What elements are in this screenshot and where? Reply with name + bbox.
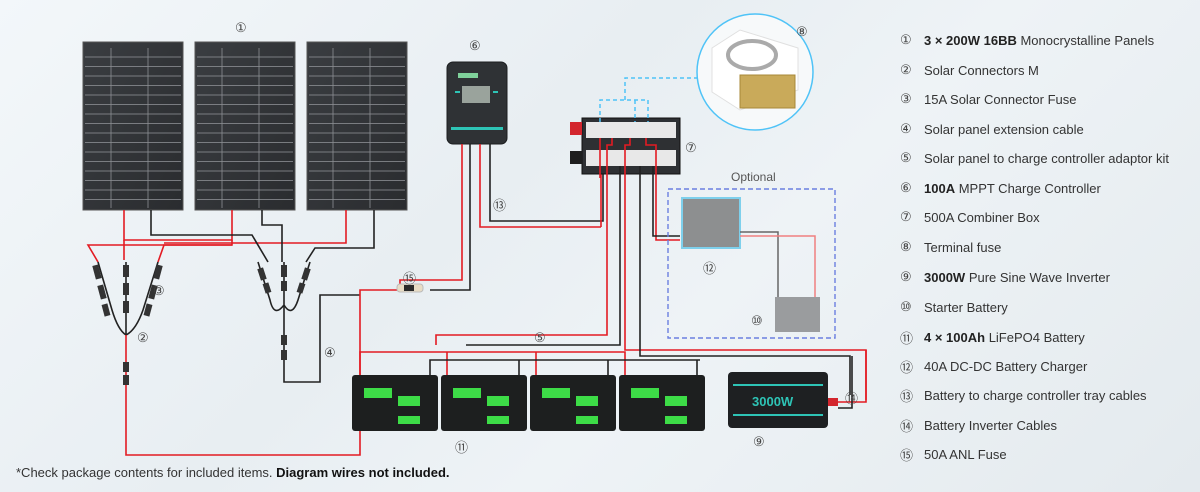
callout-panels: ① [235,20,247,35]
panel-wires [86,210,375,263]
callout-extension-cable: ④ [324,345,336,360]
solar-panel [194,41,296,211]
callout-batteries: ⑪ [455,440,469,455]
footnote: *Check package contents for included ite… [16,465,450,480]
charge-controller [446,61,508,145]
combiner-box [570,117,681,175]
anl-fuse [396,283,424,293]
battery [530,375,616,431]
battery [441,375,527,431]
battery [619,375,705,431]
callout-adaptor-kit: ⑤ [534,330,546,345]
callout-inverter-cables: ⑭ [845,391,859,406]
callout-dcdc-charger: ⑫ [703,261,717,276]
inverter-wires [838,350,867,409]
callout-combiner-box: ⑦ [685,140,697,155]
inverter-wattage-label: 3000W [752,394,794,409]
callout-starter-battery: ⑩ [751,313,763,328]
callout-anl-fuse: ⑮ [403,271,417,286]
callout-charge-controller: ⑥ [469,38,481,53]
batteries [352,375,705,431]
combiner-dashed-links [599,77,730,122]
optional-box [667,188,836,339]
callout-connectors: ② [137,330,149,345]
callout-inverter: ⑨ [753,434,765,449]
battery [352,375,438,431]
y-connector-negative [257,261,360,383]
footnote-text: *Check package contents for included ite… [16,465,277,480]
optional-label: Optional [731,170,776,184]
callout-connector-fuse: ③ [153,283,165,298]
inverter [728,372,838,428]
solar-panel [82,41,184,211]
solar-panel [306,41,408,211]
terminal-fuse [696,13,814,131]
combiner-wires [435,138,867,400]
solar-panels [82,41,408,211]
battery-wires [359,351,700,375]
callout-terminal-fuse: ⑧ [796,24,808,39]
footnote-bold: Diagram wires not included. [276,465,450,480]
callout-tray-cables: ⑬ [493,198,507,213]
